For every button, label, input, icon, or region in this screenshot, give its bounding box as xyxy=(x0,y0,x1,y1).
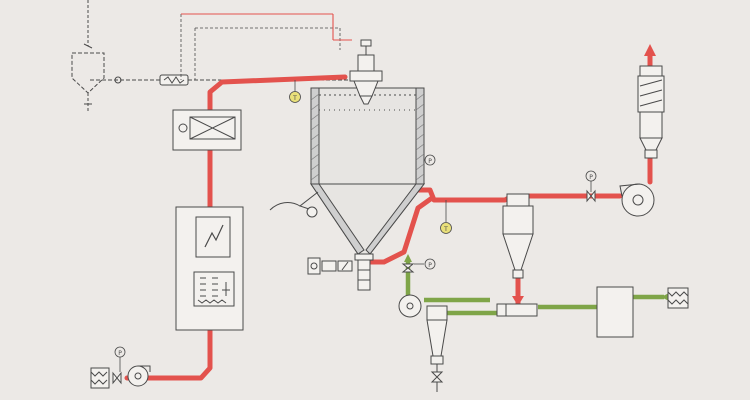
product-cyclone xyxy=(426,305,448,365)
cooling-inlet-arrow-icon xyxy=(661,293,669,301)
cooling-filter-icon xyxy=(667,287,689,309)
gauge-t-inlet: T xyxy=(289,80,301,103)
gauge-label: P xyxy=(428,262,432,269)
cooling-valve-icon xyxy=(401,263,415,273)
gauge-label: P xyxy=(589,174,593,181)
gauge-p-cooling: P xyxy=(414,258,436,270)
rotary-valve-icon xyxy=(496,303,538,317)
gauge-label: T xyxy=(292,95,297,102)
control-signal-line xyxy=(181,13,352,41)
gauge-label: P xyxy=(428,158,432,165)
gauge-p-chamber: P xyxy=(424,154,436,166)
heater-lightning-icon xyxy=(204,224,224,248)
exhaust-valve-icon xyxy=(586,189,596,203)
exhaust-arrow-up-icon xyxy=(644,44,656,56)
instrument-lines xyxy=(180,14,341,80)
heater-cabinet xyxy=(175,206,244,331)
product-discharge-valve-icon xyxy=(430,364,444,392)
atomizer-motor-icon xyxy=(349,39,383,105)
discharge-control xyxy=(307,257,353,275)
air-heater-icon xyxy=(172,109,242,151)
exhaust-fan-icon xyxy=(619,183,655,217)
vibrator-icon xyxy=(269,191,319,218)
cooling-air-pipe xyxy=(405,262,664,316)
feed-tank xyxy=(71,0,105,112)
exhaust-scrubber xyxy=(637,65,665,159)
cooling-fan-icon xyxy=(398,294,422,318)
cooling-up-arrow-icon xyxy=(404,254,412,262)
cyclone-separator xyxy=(502,193,534,279)
gauge-t-outlet: T xyxy=(440,200,452,234)
inlet-valve-icon xyxy=(112,371,122,385)
cooling-air-unit xyxy=(596,286,634,338)
gauge-label: P xyxy=(118,350,122,357)
gauge-p-inlet-fan: P xyxy=(114,346,126,372)
gauge-p-fan: P xyxy=(585,170,597,192)
drying-chamber xyxy=(310,87,426,291)
powder-down-arrow-icon xyxy=(512,296,524,306)
inlet-air-filter-icon xyxy=(90,367,110,389)
chamber-wall-hatching xyxy=(310,93,425,181)
gauge-label: T xyxy=(443,226,448,233)
inlet-fan-icon xyxy=(127,365,151,387)
